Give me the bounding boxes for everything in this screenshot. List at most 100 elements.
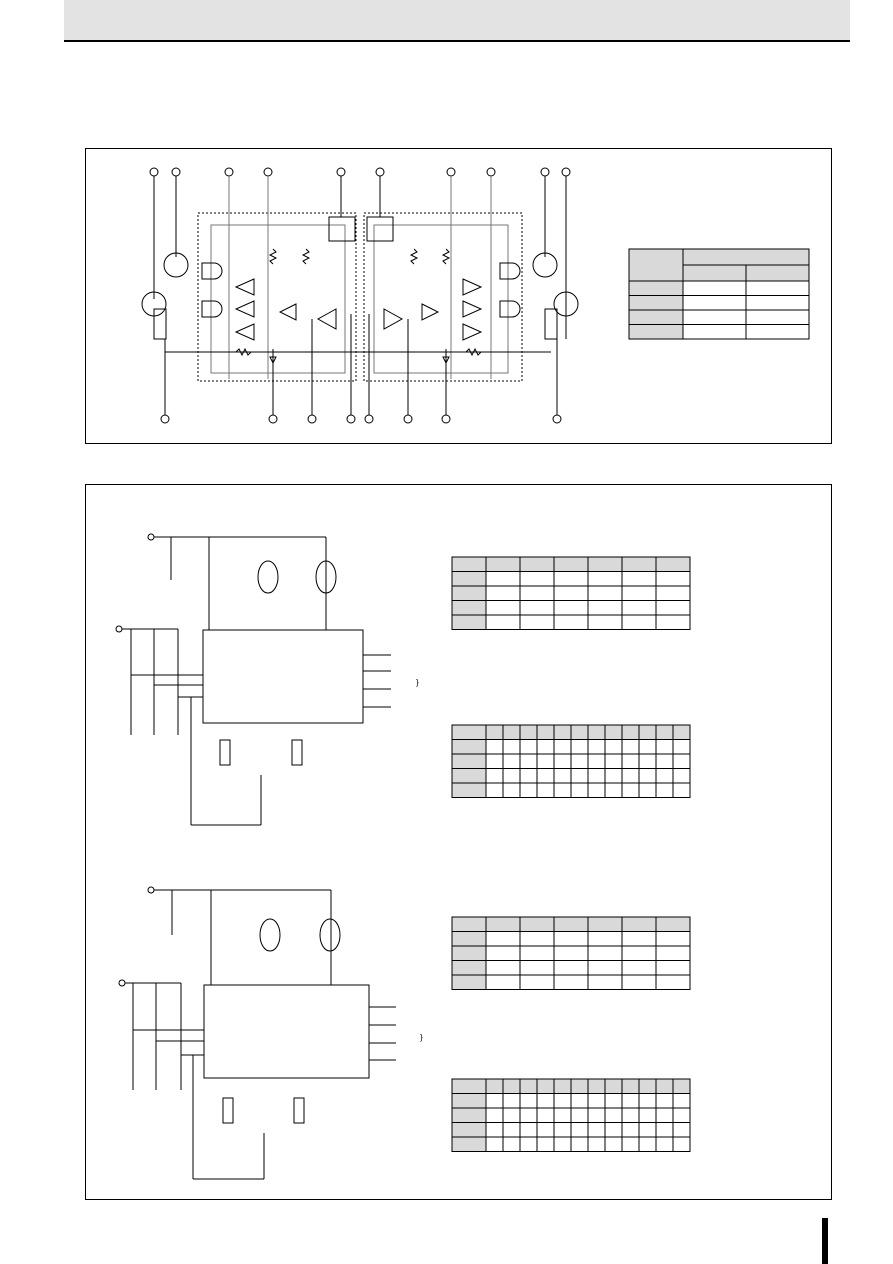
table-cell xyxy=(553,753,572,769)
table-cell xyxy=(519,768,538,784)
table-cell xyxy=(638,1107,657,1123)
table-cell xyxy=(536,739,555,755)
table-cell xyxy=(502,1122,521,1138)
internal-circuit-panel xyxy=(85,148,832,444)
table-cell xyxy=(536,1078,555,1094)
table-cell xyxy=(485,556,521,572)
table-cell xyxy=(451,960,487,976)
application-circuit-panel: } } xyxy=(85,484,832,1200)
table-cell xyxy=(621,753,640,769)
table-cell xyxy=(451,1107,487,1123)
table-cell xyxy=(638,724,657,740)
table-cell xyxy=(502,724,521,740)
table-cell xyxy=(604,1122,623,1138)
table-cell xyxy=(553,931,589,947)
table-cell xyxy=(485,614,521,630)
table-cell xyxy=(638,768,657,784)
table-cell xyxy=(587,974,623,990)
table-cell xyxy=(621,571,657,587)
table-cell xyxy=(502,768,521,784)
table-cell xyxy=(485,585,521,601)
table-cell xyxy=(451,945,487,961)
table-cell xyxy=(485,916,521,932)
table-cell xyxy=(638,1078,657,1094)
truth-table-a2 xyxy=(451,724,691,798)
table-cell xyxy=(451,916,487,932)
internal-circuit-diagram xyxy=(141,167,810,424)
table-cell xyxy=(672,724,691,740)
table-cell xyxy=(536,753,555,769)
table-cell xyxy=(553,974,589,990)
table-cell xyxy=(502,753,521,769)
table-cell xyxy=(485,1093,504,1109)
table-cell xyxy=(655,556,691,572)
table-cell xyxy=(604,768,623,784)
table-cell xyxy=(587,571,623,587)
top-pins xyxy=(149,167,571,177)
table-cell xyxy=(536,1122,555,1138)
table-cell xyxy=(553,945,589,961)
table-cell xyxy=(587,931,623,947)
table-cell xyxy=(485,600,521,616)
table-cell xyxy=(570,753,589,769)
table-cell xyxy=(519,1136,538,1152)
table-cell xyxy=(621,960,657,976)
table-cell xyxy=(570,1136,589,1152)
table-cell xyxy=(672,753,691,769)
table-cell xyxy=(519,916,555,932)
table-cell xyxy=(621,1107,640,1123)
table-cell xyxy=(536,782,555,798)
table-cell xyxy=(587,1122,606,1138)
table-cell xyxy=(587,1136,606,1152)
table-cell xyxy=(638,739,657,755)
table-cell xyxy=(553,782,572,798)
truth-table-b2 xyxy=(451,1078,691,1152)
table-cell xyxy=(553,1122,572,1138)
table-cell xyxy=(485,571,521,587)
table-cell xyxy=(655,571,691,587)
table-cell xyxy=(519,945,555,961)
table-cell xyxy=(502,739,521,755)
table-cell xyxy=(655,974,691,990)
table-cell xyxy=(536,768,555,784)
table-cell xyxy=(451,556,487,572)
table-cell xyxy=(570,1122,589,1138)
application-circuit-a: } xyxy=(115,533,419,826)
table-cell xyxy=(587,960,623,976)
table-cell xyxy=(536,1093,555,1109)
table-cell xyxy=(655,739,674,755)
table-cell xyxy=(655,614,691,630)
table-cell xyxy=(451,1093,487,1109)
table-cell xyxy=(519,782,538,798)
table-cell xyxy=(451,768,487,784)
application-circuit-diagrams: } } xyxy=(115,533,691,1180)
table-cell xyxy=(519,1093,538,1109)
table-cell xyxy=(451,600,487,616)
table-cell xyxy=(553,1107,572,1123)
table-cell xyxy=(655,931,691,947)
table-cell xyxy=(672,1078,691,1094)
table-cell xyxy=(587,945,623,961)
application-circuit-b: } xyxy=(118,886,423,1180)
table-cell xyxy=(485,1122,504,1138)
table-cell xyxy=(519,960,555,976)
table-cell xyxy=(621,739,640,755)
table-cell xyxy=(485,753,504,769)
brace-a: } xyxy=(416,678,419,687)
table-cell xyxy=(655,782,674,798)
table-cell xyxy=(672,739,691,755)
table-cell xyxy=(655,1093,674,1109)
table-cell xyxy=(604,1093,623,1109)
table-cell xyxy=(621,556,657,572)
table-cell xyxy=(621,724,640,740)
table-cell xyxy=(655,1136,674,1152)
table-cell xyxy=(621,1078,640,1094)
table-cell xyxy=(502,1093,521,1109)
table-cell xyxy=(655,753,674,769)
page-marker xyxy=(822,1218,828,1264)
table-cell xyxy=(553,1136,572,1152)
table-cell xyxy=(655,724,674,740)
table-cell xyxy=(587,739,606,755)
table-cell xyxy=(655,960,691,976)
table-cell xyxy=(502,1107,521,1123)
